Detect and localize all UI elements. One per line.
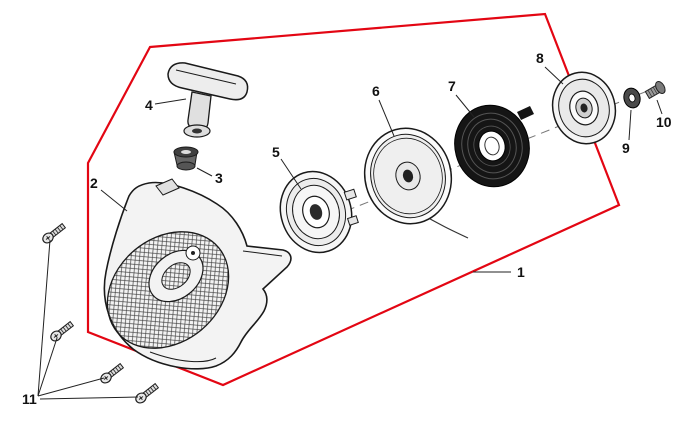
part-9-washer [623, 87, 641, 109]
pulley-clip-tab [343, 188, 357, 201]
callout-2-label: 2 [90, 175, 98, 191]
callout-4-label: 4 [145, 97, 153, 113]
handle-stem [187, 91, 212, 131]
callout-6-label: 6 [372, 83, 380, 99]
callout-5-label: 5 [272, 144, 280, 160]
assembly-boundary-outline [86, 12, 621, 387]
callout-leader-lines [37, 66, 663, 400]
part-2-starter-housing [103, 178, 292, 370]
housing-top-mount [155, 178, 180, 196]
callout-10-label: 10 [656, 114, 672, 130]
housing-rope-guide-center [191, 251, 195, 255]
part-10-bolt [644, 81, 666, 100]
part-7-recoil-spring [454, 104, 534, 188]
housing-arm-edge [242, 250, 283, 257]
callout-11-label: 11 [22, 391, 37, 407]
part-6-rope-reel [363, 127, 453, 225]
callout-7-label: 7 [448, 78, 456, 94]
spring-hook-tab [517, 106, 534, 120]
callout-9-label: 9 [622, 140, 630, 156]
callout-3-label: 3 [215, 170, 223, 186]
pulley-clip-tab [346, 215, 359, 226]
part-8-starter-cup [551, 71, 617, 145]
handle-rope-hole [192, 128, 202, 134]
housing-bottom-edge [149, 351, 217, 363]
housing-hub-core [161, 262, 191, 290]
callout-8-label: 8 [536, 50, 544, 66]
part-3-grommet [173, 146, 199, 171]
handle-grip-seam [175, 69, 237, 85]
callout-1-label: 1 [517, 264, 525, 280]
part-5-pulley [279, 170, 359, 254]
handle-grip [167, 62, 249, 101]
part-4-starter-handle [167, 62, 249, 138]
